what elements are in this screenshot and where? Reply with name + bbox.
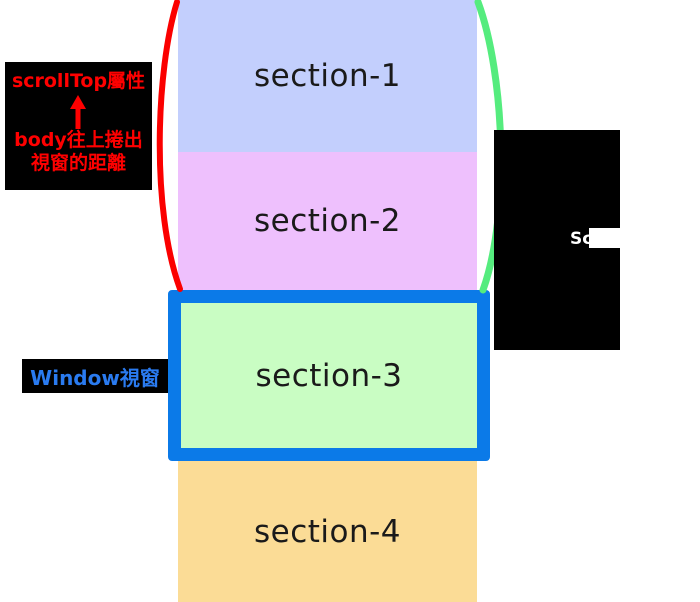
scrolltop-body-line-1: body往上捲出 [14,129,143,151]
scrolltop-annotation-box: scrollTop屬性 body往上捲出 視窗的距離 [5,62,152,190]
window-annotation-box: Window視窗 [22,359,168,393]
window-annotation-label: Window視窗 [30,365,160,390]
section-4-label: section-4 [253,513,402,550]
section-3-label: section-3 [255,357,403,394]
right-annotation-redaction-bar [589,228,660,248]
up-arrow-icon [70,95,86,129]
left-red-arc [156,0,183,292]
scrolltop-heading: scrollTop屬性 [11,70,146,92]
section-1-label: section-1 [253,58,402,94]
section-1-block: section-1 [178,0,477,152]
scrolltop-body-line-2: 視窗的距離 [30,152,126,174]
section-2-block: section-2 [178,152,477,290]
section-4-block: section-4 [178,461,477,602]
window-viewport-frame: section-3 [168,290,490,461]
section-3-block: section-3 [181,303,477,448]
section-2-label: section-2 [253,203,402,239]
